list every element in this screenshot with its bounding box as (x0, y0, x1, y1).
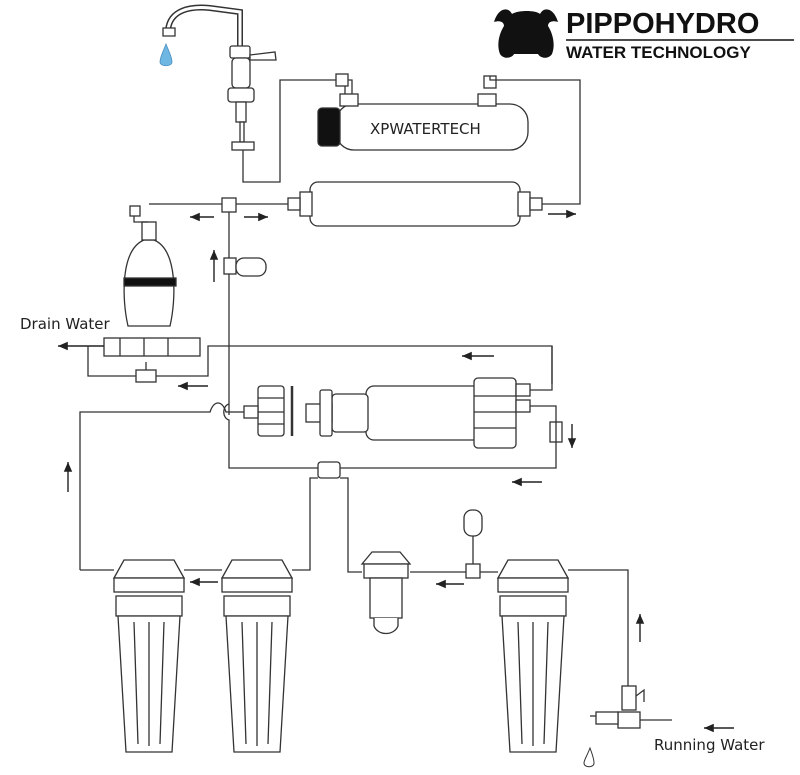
drain-water-label: Drain Water (20, 315, 111, 333)
carbon-block-filter (220, 559, 294, 753)
uv-housing-label: XPWATERTECH (370, 120, 481, 138)
inlet-line (568, 569, 629, 690)
gac-filter (496, 559, 570, 753)
coupling-line-b (340, 477, 362, 573)
ro-membrane-housing (243, 377, 563, 449)
uv-sterilizer (317, 73, 529, 151)
sediment-filter (112, 559, 186, 753)
uv-return-line (489, 76, 581, 205)
flow-restrictor (103, 337, 201, 357)
bull-head-icon (494, 9, 558, 58)
line-coupling (317, 461, 341, 479)
brand-tagline: WATER TECHNOLOGY (566, 43, 751, 62)
auto-shutoff-valve (360, 551, 412, 635)
membrane-concentrate-line (530, 346, 553, 391)
post-carbon-filter (287, 181, 543, 227)
pressure-gauge (463, 509, 483, 579)
membrane-feed-loop (223, 403, 557, 469)
tee-junction (221, 197, 237, 415)
brand-logo: PIPPOHYDRO WATER TECHNOLOGY (494, 8, 794, 62)
flow-arrow (178, 351, 494, 391)
flow-arrow (190, 209, 576, 282)
brand-name: PIPPOHYDRO (566, 8, 759, 40)
flush-valve (135, 362, 157, 383)
pre-filter-to-membrane-line (79, 402, 229, 570)
inlet-feed-valve (590, 685, 672, 729)
running-water-label: Running Water (654, 736, 765, 754)
coupling-line-a (292, 477, 318, 571)
flow-arrow (635, 614, 734, 733)
shutoff-valve (223, 257, 267, 277)
pressure-tank (123, 203, 177, 327)
water-drop-icon (159, 42, 173, 67)
flow-arrow (511, 424, 577, 487)
faucet (162, 4, 277, 151)
water-drop-icon (583, 746, 595, 768)
